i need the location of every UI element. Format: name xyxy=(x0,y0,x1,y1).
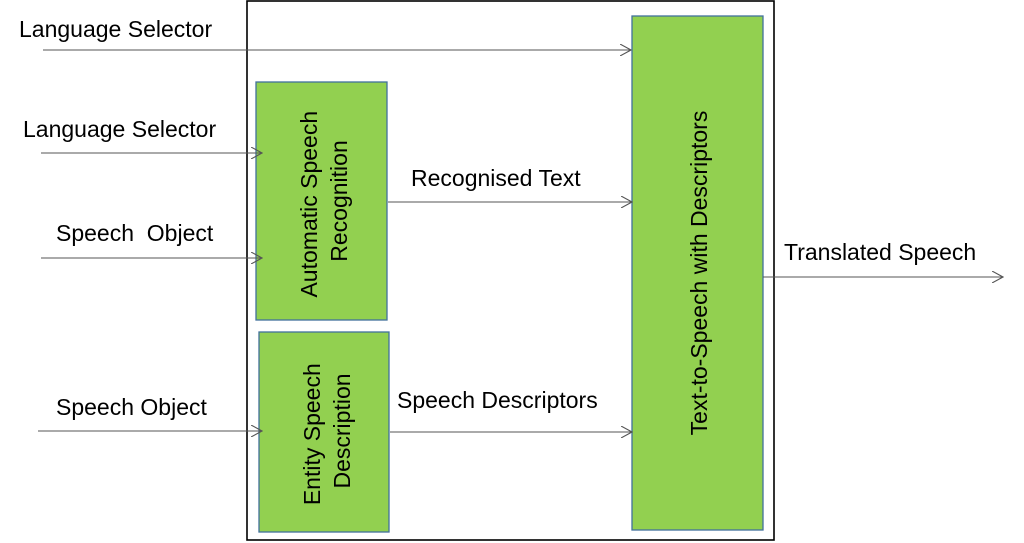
asr-module-label: Automatic Speech Recognition xyxy=(296,104,352,297)
recognised-text-label: Recognised Text xyxy=(411,165,581,191)
asr-module-label-line1: Automatic Speech xyxy=(296,111,322,298)
system-frame xyxy=(246,0,775,541)
speech-object-asr-label: Speech Object xyxy=(56,220,214,246)
asr-module-box xyxy=(255,81,388,321)
translated-speech-label: Translated Speech xyxy=(784,239,976,265)
esd-module-label-line1: Entity Speech xyxy=(299,363,325,505)
speech-object-esd-label: Speech Object xyxy=(56,394,207,420)
tts-module-label: Text-to-Speech with Descriptors xyxy=(686,111,712,436)
asr-module-label-line2: Recognition xyxy=(326,140,352,261)
tts-module-box xyxy=(631,15,764,531)
speech-descriptors-label: Speech Descriptors xyxy=(397,387,598,413)
language-selector-top-label: Language Selector xyxy=(19,16,212,42)
esd-module-box xyxy=(258,331,390,533)
esd-module-label: Entity Speech Description xyxy=(299,357,355,505)
language-selector-asr-label: Language Selector xyxy=(23,116,216,142)
esd-module-label-line2: Description xyxy=(329,373,355,488)
